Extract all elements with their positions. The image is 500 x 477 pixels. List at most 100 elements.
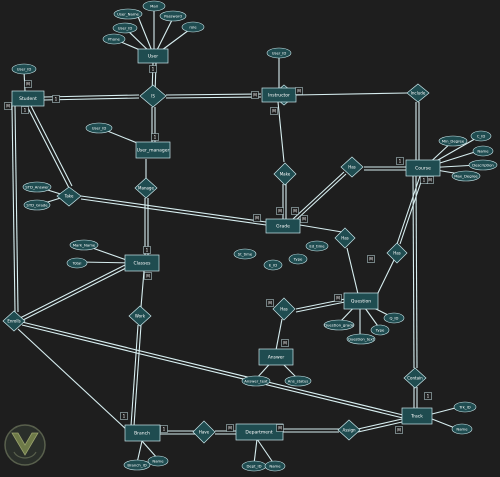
edge-student-belong	[14, 105, 19, 313]
relationship-has-question: Has	[386, 242, 408, 264]
svg-text:Trk_ID: Trk_ID	[458, 405, 471, 410]
svg-text:M: M	[293, 209, 297, 214]
svg-text:STD_Grade: STD_Grade	[26, 203, 48, 208]
svg-text:Work: Work	[135, 314, 146, 319]
svg-text:Branch: Branch	[134, 431, 150, 437]
cardinality-marker: M	[253, 214, 261, 222]
entity-user-manager: User_manager	[135, 141, 171, 159]
attribute-question-grade: Question_grade	[323, 319, 355, 331]
cardinality-marker: M	[276, 207, 284, 215]
cardinality-marker: 1	[396, 157, 404, 165]
attribute-e-id: E_ID	[263, 259, 283, 271]
edge-belong-branch	[17, 328, 129, 432]
svg-text:Ans_status: Ans_status	[288, 379, 309, 384]
svg-text:Has: Has	[341, 236, 349, 241]
edge-student-belong	[11, 105, 16, 313]
svg-text:Answer: Answer	[268, 355, 285, 361]
svg-text:Classes: Classes	[134, 261, 152, 267]
edge-assign-track	[357, 421, 403, 433]
relationship-take: Take	[56, 186, 82, 207]
entity-classes: Classes	[124, 254, 160, 272]
edge-instructor-include	[295, 92, 408, 96]
attribute-phone: Phone	[102, 33, 126, 45]
entities-layer: User Student Instructor User_manager Cou…	[11, 48, 441, 442]
relationship-make: Make	[273, 162, 297, 186]
svg-text:1: 1	[163, 427, 166, 432]
relationship-have-branch: Have	[192, 420, 216, 444]
svg-text:1: 1	[146, 248, 149, 253]
svg-text:Total: Total	[72, 261, 82, 266]
edge-instructor-make	[277, 101, 285, 163]
attribute-q-id: Q_ID	[383, 312, 405, 324]
attribute-ed-time: Ed_time	[305, 240, 329, 252]
svg-text:Track: Track	[410, 414, 423, 420]
relationship-contain: Contain	[403, 367, 427, 389]
svg-text:1: 1	[24, 108, 27, 113]
edge-classes-belong	[19, 264, 126, 319]
cardinality-marker: M	[295, 87, 303, 95]
svg-text:M: M	[272, 109, 276, 114]
edge-has-grade	[292, 171, 345, 220]
svg-text:Q_ID: Q_ID	[390, 316, 399, 321]
attribute-role: role	[181, 21, 205, 33]
svg-text:Has: Has	[348, 165, 356, 170]
svg-text:M: M	[268, 301, 272, 306]
cardinality-marker: 1	[424, 392, 432, 400]
edge-track-attr	[431, 418, 456, 429]
svg-text:M: M	[397, 428, 401, 433]
edge-classes-work	[140, 270, 145, 308]
attribute-std-answer: STD_Answer	[22, 181, 52, 193]
svg-text:Has: Has	[280, 307, 288, 312]
entity-track: Track	[401, 407, 433, 425]
attribute-course-name: Name	[472, 145, 494, 157]
relationship-is: IS	[139, 84, 167, 108]
edge-student-enrolls	[26, 105, 70, 189]
cardinality-marker: 1	[120, 412, 128, 420]
attribute-mark-name: Mark_Name	[69, 239, 99, 251]
cardinality-marker: M	[144, 272, 152, 280]
watermark-logo	[4, 424, 46, 466]
edge-is-instructor	[165, 96, 262, 99]
edge-belong-track	[21, 321, 404, 416]
relationship-assign: Assign	[337, 419, 361, 441]
entity-course: Course	[405, 159, 441, 177]
attribute-max-degree: Max_Degree	[451, 170, 481, 182]
entity-grade: Grade	[265, 218, 301, 234]
cardinality-marker: M	[334, 294, 342, 302]
cardinality-markers: M 1 1 M 1 M M 1 M 1 M M M M 1 M M M 1 1 …	[4, 65, 434, 434]
svg-text:User_ID: User_ID	[17, 67, 32, 72]
svg-text:User: User	[148, 54, 158, 60]
edge-question-has3	[295, 301, 346, 313]
svg-text:Instructor: Instructor	[268, 93, 290, 99]
cardinality-marker: 1	[149, 65, 157, 73]
edge-course-contain	[412, 175, 415, 369]
svg-text:Password: Password	[164, 14, 182, 19]
svg-text:User_manager: User_manager	[137, 148, 170, 154]
edge-student-is	[43, 94, 140, 98]
svg-text:Branch_ID: Branch_ID	[127, 463, 146, 468]
relationship-manage: Manage	[134, 177, 158, 199]
cardinality-marker: M	[24, 80, 32, 88]
svg-text:User_ID: User_ID	[92, 126, 107, 131]
relationship-has-grade: Has	[334, 227, 356, 249]
svg-text:Type: Type	[375, 328, 385, 333]
svg-text:M: M	[253, 93, 257, 98]
svg-text:Question: Question	[351, 299, 371, 305]
cardinality-marker: 1	[143, 246, 151, 254]
svg-text:M: M	[6, 104, 10, 109]
edge-classes-belong	[20, 267, 127, 322]
attribute-branch-name: Name	[147, 455, 169, 467]
svg-text:1: 1	[152, 67, 155, 72]
entity-department: Department	[235, 423, 284, 441]
edge-student-enrolls	[29, 103, 73, 187]
cardinality-marker: M	[270, 107, 278, 115]
svg-text:1: 1	[399, 159, 402, 164]
attribute-dept-id: Dept_ID	[241, 460, 267, 472]
edge-course-has2	[399, 175, 424, 245]
attribute-instructor-user-id: User_ID	[266, 47, 292, 59]
svg-text:M: M	[278, 209, 282, 214]
edge-assign-track	[357, 418, 403, 430]
edge-has2-question	[375, 259, 395, 298]
edge-has-question	[346, 247, 359, 295]
